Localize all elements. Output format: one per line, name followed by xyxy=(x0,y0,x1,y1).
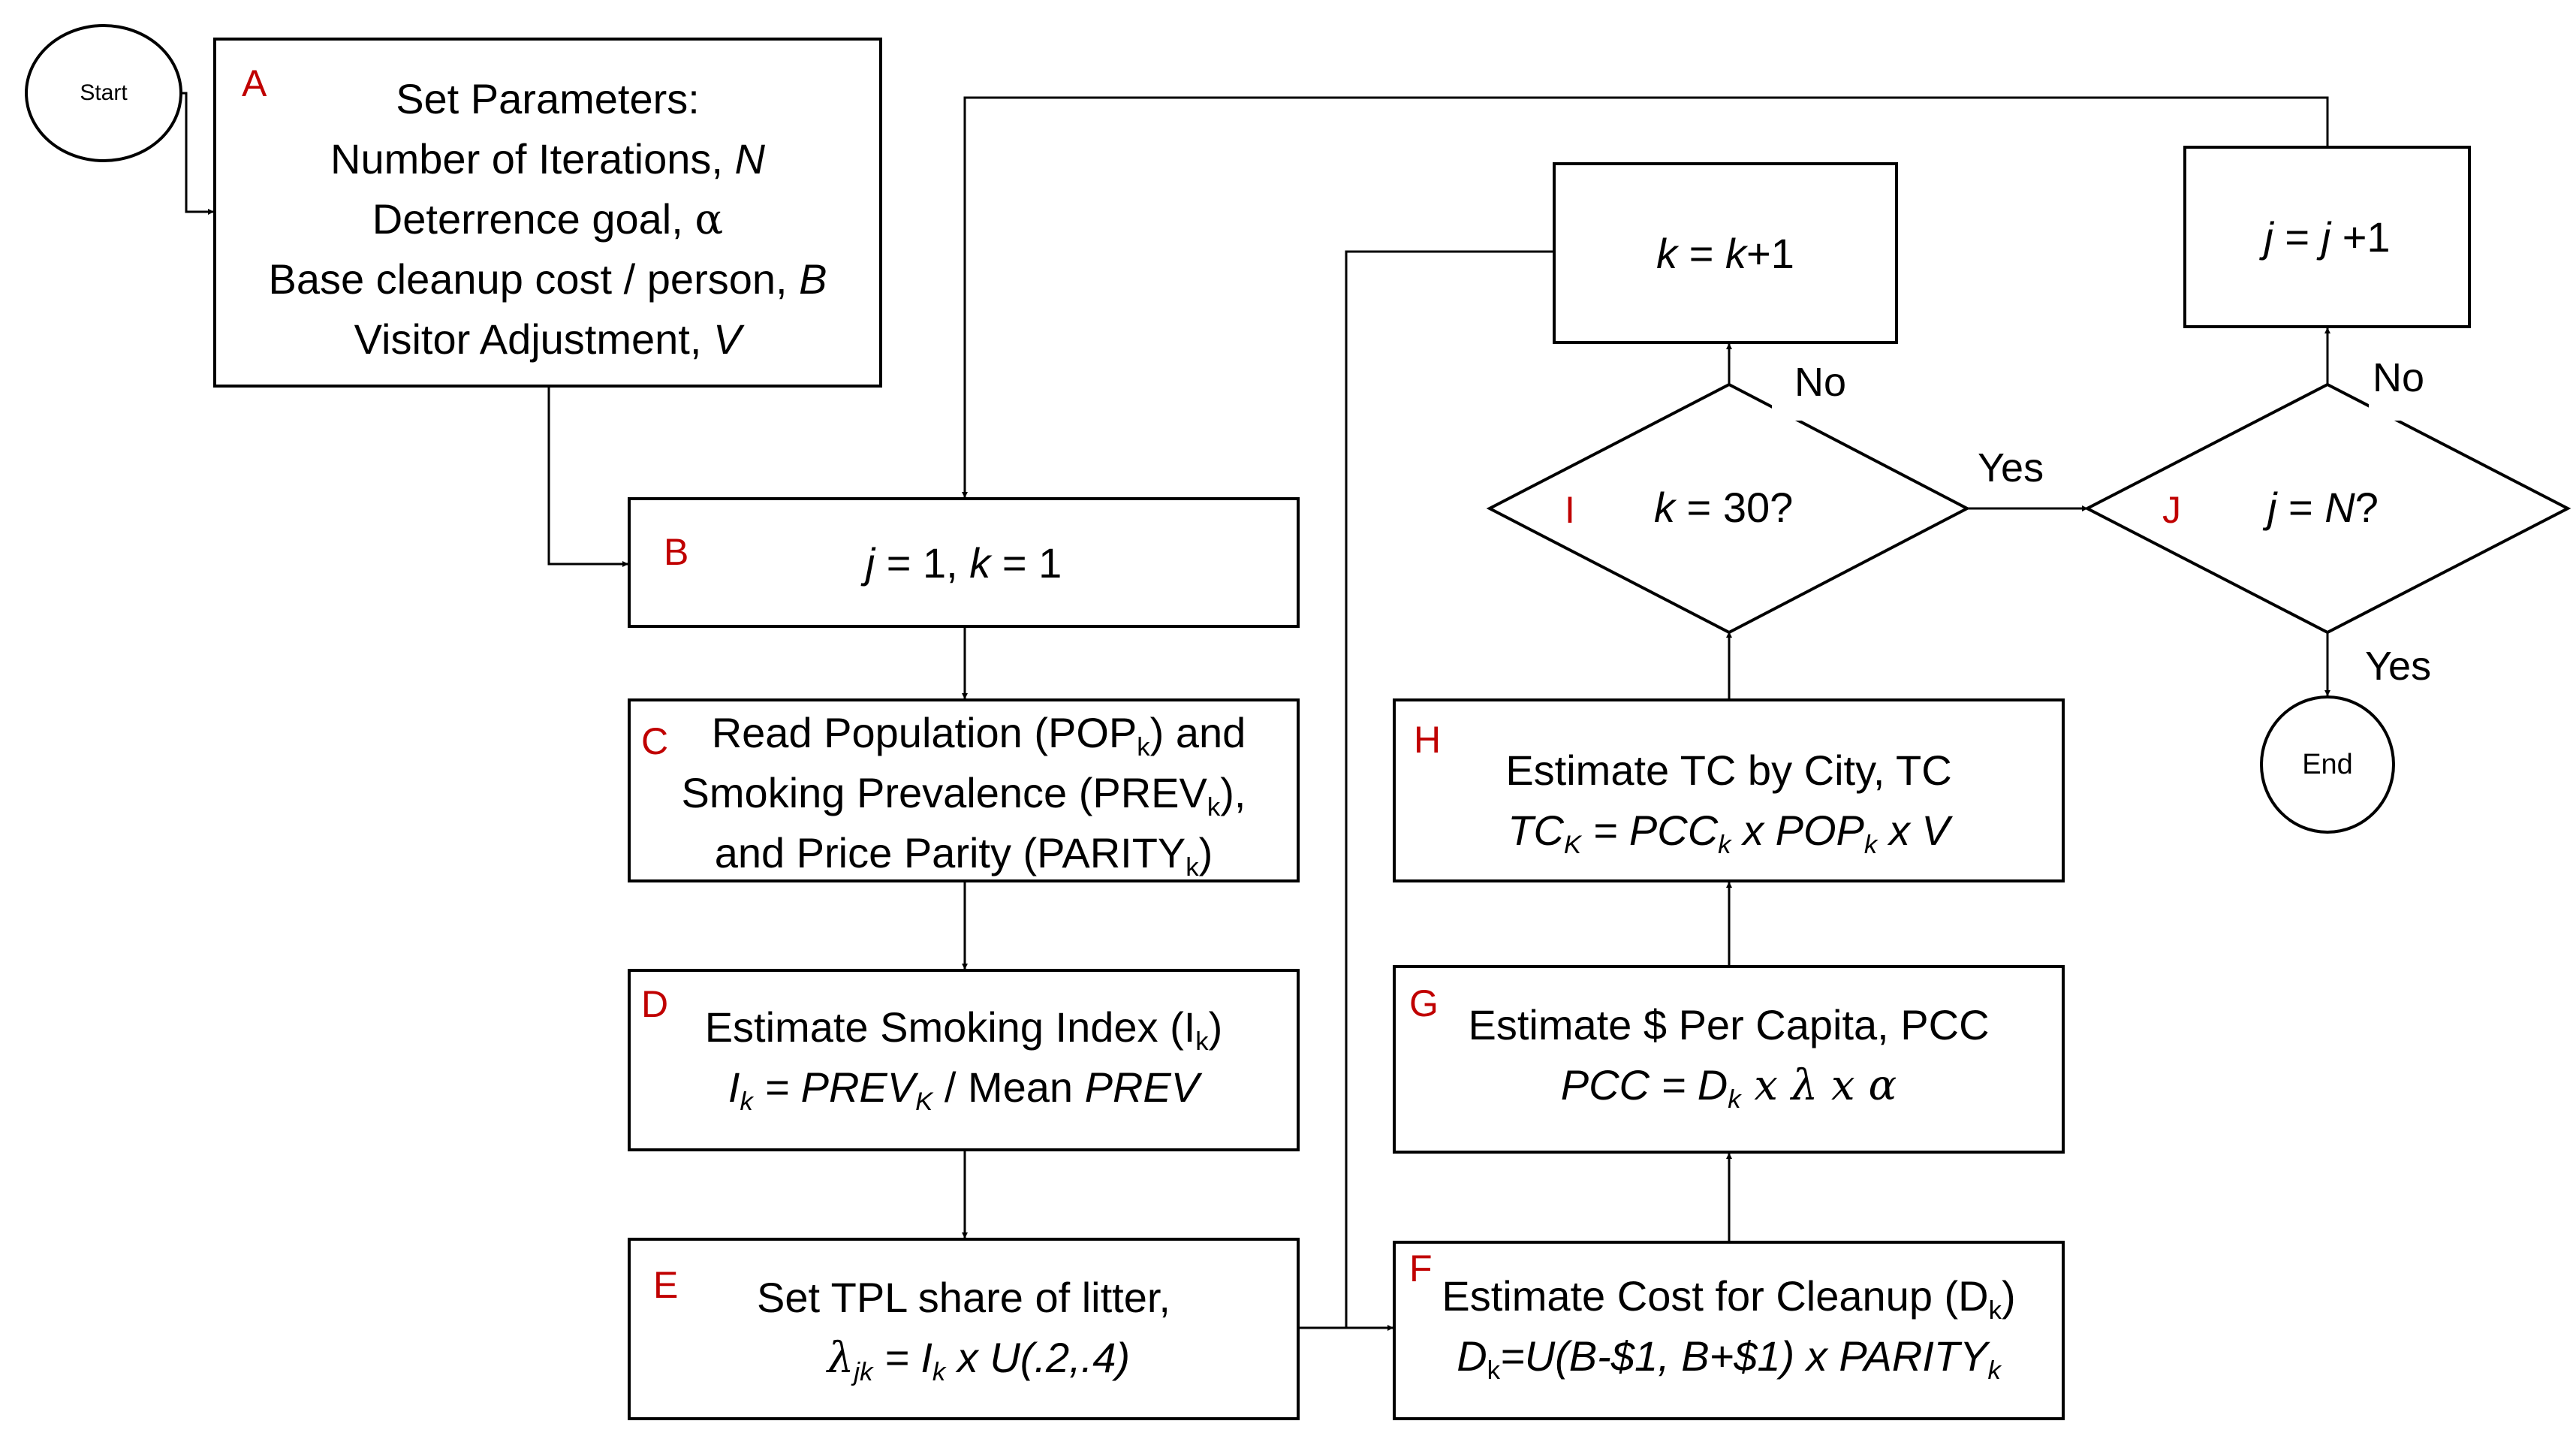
node-a-title: Set Parameters: xyxy=(396,75,700,122)
node-d-formula: Ik = PREVK / Mean PREV xyxy=(728,1063,1200,1117)
node-c-tag: C xyxy=(641,720,669,762)
node-e-tpl-share: E Set TPL share of litter, λjk = Ik x U(… xyxy=(628,1238,1300,1420)
decision-diamond-j xyxy=(2083,382,2571,635)
node-a-line-iterations: Number of Iterations, N xyxy=(330,135,765,183)
end-label: End xyxy=(2302,748,2353,780)
node-j-increment: j = j +1 xyxy=(2183,146,2471,328)
node-g-formula: PCC = Dk x λ x α xyxy=(1560,1061,1897,1115)
node-c-line-parity: and Price Parity (PARITYk) xyxy=(714,829,1213,882)
node-h-total-cost: H Estimate TC by City, TC TCK = PCCk x P… xyxy=(1393,698,2065,882)
node-g-title: Estimate $ Per Capita, PCC xyxy=(1468,1001,1990,1048)
end-node: End xyxy=(2260,695,2395,834)
node-d-tag: D xyxy=(641,983,669,1025)
node-j-tag: J xyxy=(2162,489,2181,531)
node-f-tag: F xyxy=(1409,1247,1433,1290)
decision-diamond-i xyxy=(1486,382,1971,635)
node-k-formula: k = k+1 xyxy=(1656,230,1794,277)
node-d-title: Estimate Smoking Index (Ik) xyxy=(704,1003,1223,1057)
node-g-per-capita: G Estimate $ Per Capita, PCC PCC = Dk x … xyxy=(1393,965,2065,1154)
node-f-title: Estimate Cost for Cleanup (Dk) xyxy=(1442,1272,2016,1326)
start-node: Start xyxy=(25,24,182,162)
node-c-read-data: C Read Population (POPk) and Smoking Pre… xyxy=(628,698,1300,882)
node-f-cleanup-cost: F Estimate Cost for Cleanup (Dk) Dk=U(B-… xyxy=(1393,1241,2065,1420)
node-f-formula: Dk=U(B-$1, B+$1) x PARITYk xyxy=(1457,1332,2001,1386)
node-c-line-population: Read Population (POPk) and xyxy=(711,709,1246,762)
node-b-tag: B xyxy=(664,531,689,573)
start-label: Start xyxy=(80,80,128,105)
edge-label-j-no: No xyxy=(2373,355,2425,400)
node-h-title: Estimate TC by City, TC xyxy=(1505,747,1952,794)
node-e-title: Set TPL share of litter, xyxy=(757,1274,1170,1321)
node-a-set-parameters: A Set Parameters: Number of Iterations, … xyxy=(213,38,882,388)
node-c-line-prevalence: Smoking Prevalence (PREVk), xyxy=(681,769,1246,822)
node-a-line-visitor: Visitor Adjustment, V xyxy=(354,315,742,363)
edge-start-to-a xyxy=(182,92,214,215)
node-a-line-base-cost: Base cleanup cost / person, B xyxy=(268,255,827,303)
node-g-tag: G xyxy=(1409,982,1439,1024)
edge-label-j-yes: Yes xyxy=(2365,644,2432,689)
node-j-question: j = N? xyxy=(2267,484,2379,531)
node-e-tag: E xyxy=(653,1264,679,1306)
node-i-tag: I xyxy=(1565,489,1575,531)
node-j-increment-formula: j = j +1 xyxy=(2264,213,2391,261)
node-a-line-deterrence: Deterrence goal, α xyxy=(372,195,724,244)
edge-label-i-no: No xyxy=(1794,360,1847,405)
node-h-formula: TCK = PCCk x POPk x V xyxy=(1508,807,1950,860)
edge-label-i-yes: Yes xyxy=(1978,445,2044,490)
node-i-question: k = 30? xyxy=(1654,484,1794,531)
edge-a-to-b xyxy=(547,388,628,567)
node-k-increment: k = k+1 xyxy=(1553,162,1898,344)
node-d-smoking-index: D Estimate Smoking Index (Ik) Ik = PREVK… xyxy=(628,969,1300,1151)
node-e-formula: λjk = Ik x U(.2,.4) xyxy=(827,1334,1131,1387)
node-a-tag: A xyxy=(242,62,267,104)
node-b-init-counters: B j = 1, k = 1 xyxy=(628,497,1300,628)
node-h-tag: H xyxy=(1414,719,1442,761)
node-b-formula: j = 1, k = 1 xyxy=(865,539,1062,587)
edge-jj-to-b xyxy=(962,96,2329,498)
edge-k-to-f xyxy=(1345,250,1553,1328)
